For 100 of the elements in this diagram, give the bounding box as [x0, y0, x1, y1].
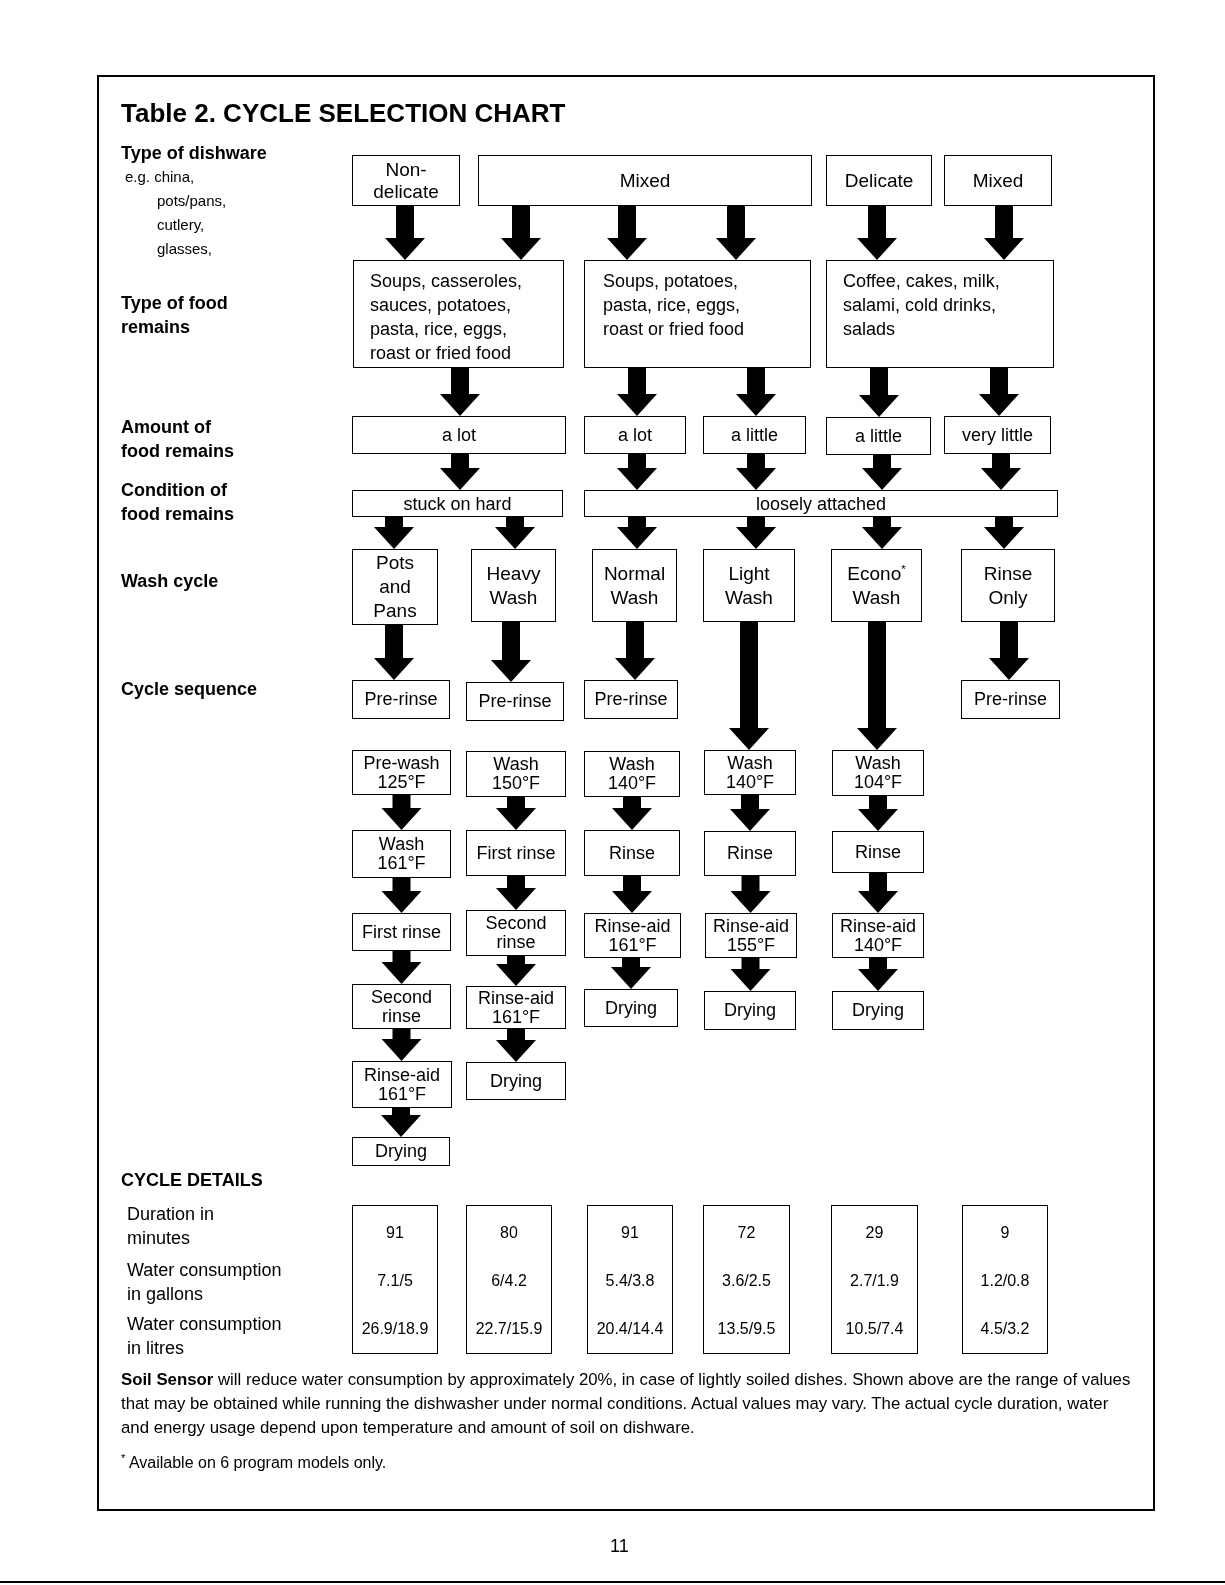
cycle-step-box: Drying	[466, 1062, 566, 1100]
wash-cycle-box: Heavy Wash	[471, 549, 556, 622]
cycle-step-box: Rinse-aid 140°F	[832, 913, 924, 958]
cycle-details-box	[962, 1205, 1048, 1354]
food-amount-box: a lot	[584, 416, 686, 454]
row-heading: Amount of food remains	[121, 416, 236, 463]
arrow	[859, 368, 899, 417]
arrow	[496, 876, 536, 910]
arrow	[984, 206, 1024, 260]
food-condition-box: loosely attached	[584, 490, 1058, 517]
arrow	[989, 622, 1029, 680]
cycle-details-box	[703, 1205, 790, 1354]
arrow	[862, 517, 902, 549]
row-heading: Cycle sequence	[121, 678, 258, 701]
duration-value: 29	[865, 1223, 884, 1243]
arrow	[730, 795, 770, 831]
arrow	[617, 454, 657, 490]
arrow	[857, 206, 897, 260]
arrow	[440, 454, 480, 490]
gallons-value: 2.7/1.9	[850, 1271, 899, 1291]
arrow	[385, 206, 425, 260]
arrow	[496, 1029, 536, 1062]
cycle-step-box: Rinse	[704, 831, 796, 876]
duration-value: 80	[500, 1223, 518, 1243]
arrow	[736, 517, 776, 549]
arrow	[374, 625, 414, 680]
litres-value: 26.9/18.9	[361, 1319, 429, 1339]
cycle-step-box: Pre-rinse	[352, 680, 450, 719]
arrow	[979, 368, 1019, 416]
cycle-step-box: Wash 150°F	[466, 751, 566, 797]
cycle-step-box: Rinse-aid 161°F	[466, 986, 566, 1029]
arrow	[495, 517, 535, 549]
title: Table 2. CYCLE SELECTION CHART	[121, 97, 566, 129]
wash-cycle-box: Rinse Only	[961, 549, 1055, 622]
cycle-details-box	[831, 1205, 918, 1354]
cycle-step-box: Wash 140°F	[584, 751, 680, 797]
arrow	[617, 517, 657, 549]
arrow	[381, 878, 422, 913]
footnote: $^{*}$ Available on 6 program models only.	[121, 1451, 387, 1473]
food-amount-box: a little	[703, 416, 806, 454]
cycle-step-box: Wash 140°F	[704, 750, 796, 795]
litres-value: 13.5/9.5	[717, 1319, 776, 1339]
gallons-value: 6/4.2	[491, 1271, 527, 1291]
cycle-step-box: Drying	[704, 991, 796, 1030]
gallons-value: 5.4/3.8	[605, 1271, 655, 1291]
gallons-value: 1.2/0.8	[980, 1271, 1030, 1291]
cycle-step-box: Pre-rinse	[584, 680, 678, 719]
arrow	[858, 796, 898, 831]
arrow	[381, 1108, 421, 1137]
cycle-step-box: Rinse	[584, 830, 680, 876]
cycle-step-box: Drying	[352, 1137, 450, 1166]
wash-cycle-box: Econo$^{*}$ Wash	[831, 549, 922, 622]
arrow	[858, 873, 898, 913]
food-amount-box: a little	[826, 417, 931, 455]
section-heading: CYCLE DETAILS	[121, 1169, 263, 1192]
dishware-type-box: Mixed	[944, 155, 1052, 206]
arrow	[440, 368, 480, 416]
cycle-step-box: First rinse	[352, 913, 451, 951]
arrow	[729, 622, 769, 750]
duration-value: 72	[737, 1223, 756, 1243]
page-number: 11	[610, 1535, 629, 1558]
arrow	[617, 368, 657, 416]
row-heading: Type of dishware	[121, 142, 267, 165]
arrow	[611, 958, 651, 989]
arrow	[381, 795, 422, 830]
cycle-step-box: Rinse-aid 161°F	[584, 913, 681, 958]
cycle-step-box: Wash 161°F	[352, 830, 451, 878]
duration-value: 91	[386, 1223, 404, 1243]
arrow	[374, 517, 414, 549]
wash-cycle-box: Normal Wash	[592, 549, 677, 622]
row-label: Water consumption in gallons	[127, 1259, 283, 1306]
food-amount-box: very little	[944, 416, 1051, 454]
litres-value: 10.5/7.4	[845, 1319, 904, 1339]
arrow	[381, 951, 422, 984]
arrow	[730, 958, 771, 991]
duration-value: 9	[1000, 1223, 1010, 1243]
dishware-type-box: Mixed	[478, 155, 812, 206]
row-label: Water consumption in litres	[127, 1313, 283, 1360]
arrow	[858, 958, 898, 991]
row-label: Duration in minutes	[127, 1203, 216, 1250]
gallons-value: 3.6/2.5	[722, 1271, 771, 1291]
cycle-step-box: Wash 104°F	[832, 750, 924, 796]
cycle-details-box	[587, 1205, 673, 1354]
arrow	[981, 454, 1021, 490]
food-condition-box: stuck on hard	[352, 490, 563, 517]
arrow	[607, 206, 647, 260]
litres-value: 4.5/3.2	[980, 1319, 1030, 1339]
arrow	[612, 876, 652, 913]
arrow	[736, 454, 776, 490]
duration-value: 91	[621, 1223, 639, 1243]
arrow	[984, 517, 1024, 549]
cycle-step-box: Second rinse	[352, 984, 451, 1029]
arrow	[501, 206, 541, 260]
arrow	[736, 368, 776, 416]
wash-cycle-box: Light Wash	[703, 549, 795, 622]
row-heading: Type of food remains	[121, 292, 229, 339]
wash-cycle-box: Pots and Pans	[352, 549, 438, 625]
cycle-step-box: Rinse-aid 155°F	[705, 913, 797, 958]
food-type-box: Soups, casseroles, sauces, potatoes, pasta, rice, eggs, roast or fried food	[353, 260, 564, 368]
arrow	[612, 797, 652, 830]
